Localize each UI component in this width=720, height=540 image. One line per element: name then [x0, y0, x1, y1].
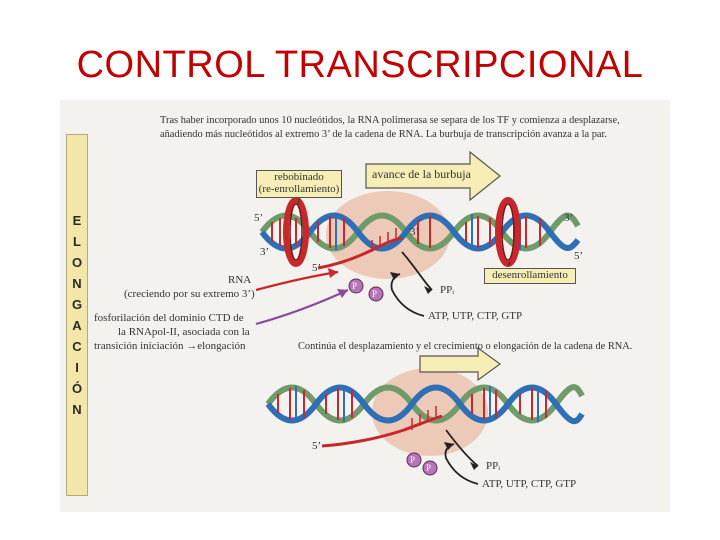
rna-pointer-arrow: [256, 272, 338, 290]
ppi-label-bottom: PPᵢ: [486, 460, 500, 473]
unwinding-label-box: desenrollamiento: [484, 268, 576, 284]
phosphate-label: P: [372, 288, 377, 301]
side-letter: I: [75, 361, 79, 374]
ctd-pointer-arrow: [256, 290, 348, 324]
end-label: 5’: [574, 250, 583, 263]
mid-caption: Continúa el desplazamiento y el crecimie…: [298, 340, 632, 353]
end-label: 5’: [254, 212, 263, 225]
side-letter: A: [72, 319, 81, 332]
phosphate-label: P: [352, 280, 357, 293]
elongation-side-bar: E L O N G A C I Ó N: [66, 134, 88, 496]
top-caption-line1: Tras haber incorporado unos 10 nucleótid…: [160, 114, 620, 127]
phosphate-label: P: [410, 454, 415, 467]
side-letter: L: [73, 235, 81, 248]
ntps-label-bottom: ATP, UTP, CTP, GTP: [482, 478, 576, 491]
end-label: 3’: [260, 246, 269, 259]
side-letter: C: [72, 340, 81, 353]
rewinding-label-line2: (re-enrollamiento): [257, 183, 341, 195]
side-letter: E: [73, 214, 82, 227]
ctd-label-line2: la RNApol-II, asociada con la: [118, 326, 250, 339]
bubble-advance-label: avance de la burbuja: [372, 168, 471, 181]
ctd-label-line3: transición iniciación →elongación: [94, 340, 246, 353]
end-label: 3’: [410, 226, 419, 239]
rewinding-label-box: rebobinado (re-enrollamiento): [256, 170, 342, 198]
end-label: 3’: [564, 212, 573, 225]
ctd-label-line1: fosforilación del dominio CTD de: [94, 312, 244, 325]
ppi-label: PPᵢ: [440, 284, 454, 297]
rna-label-line2: (creciendo por su extremo 3’): [124, 288, 255, 301]
rewinding-label-line1: rebobinado: [257, 171, 341, 183]
rna-label-line1: RNA: [228, 274, 251, 287]
top-caption-line2: añadiendo más nucleótidos al extremo 3’ …: [160, 128, 607, 141]
unwinding-ring-icon: [498, 200, 518, 264]
side-letter: N: [72, 277, 81, 290]
side-letter: N: [72, 403, 81, 416]
side-letter: Ó: [72, 382, 82, 395]
side-letter: O: [72, 256, 82, 269]
end-label: 5’: [312, 440, 321, 453]
side-letter: G: [72, 298, 82, 311]
end-label: 5’: [312, 262, 321, 275]
phosphate-label: P: [426, 462, 431, 475]
ntps-label: ATP, UTP, CTP, GTP: [428, 310, 522, 323]
